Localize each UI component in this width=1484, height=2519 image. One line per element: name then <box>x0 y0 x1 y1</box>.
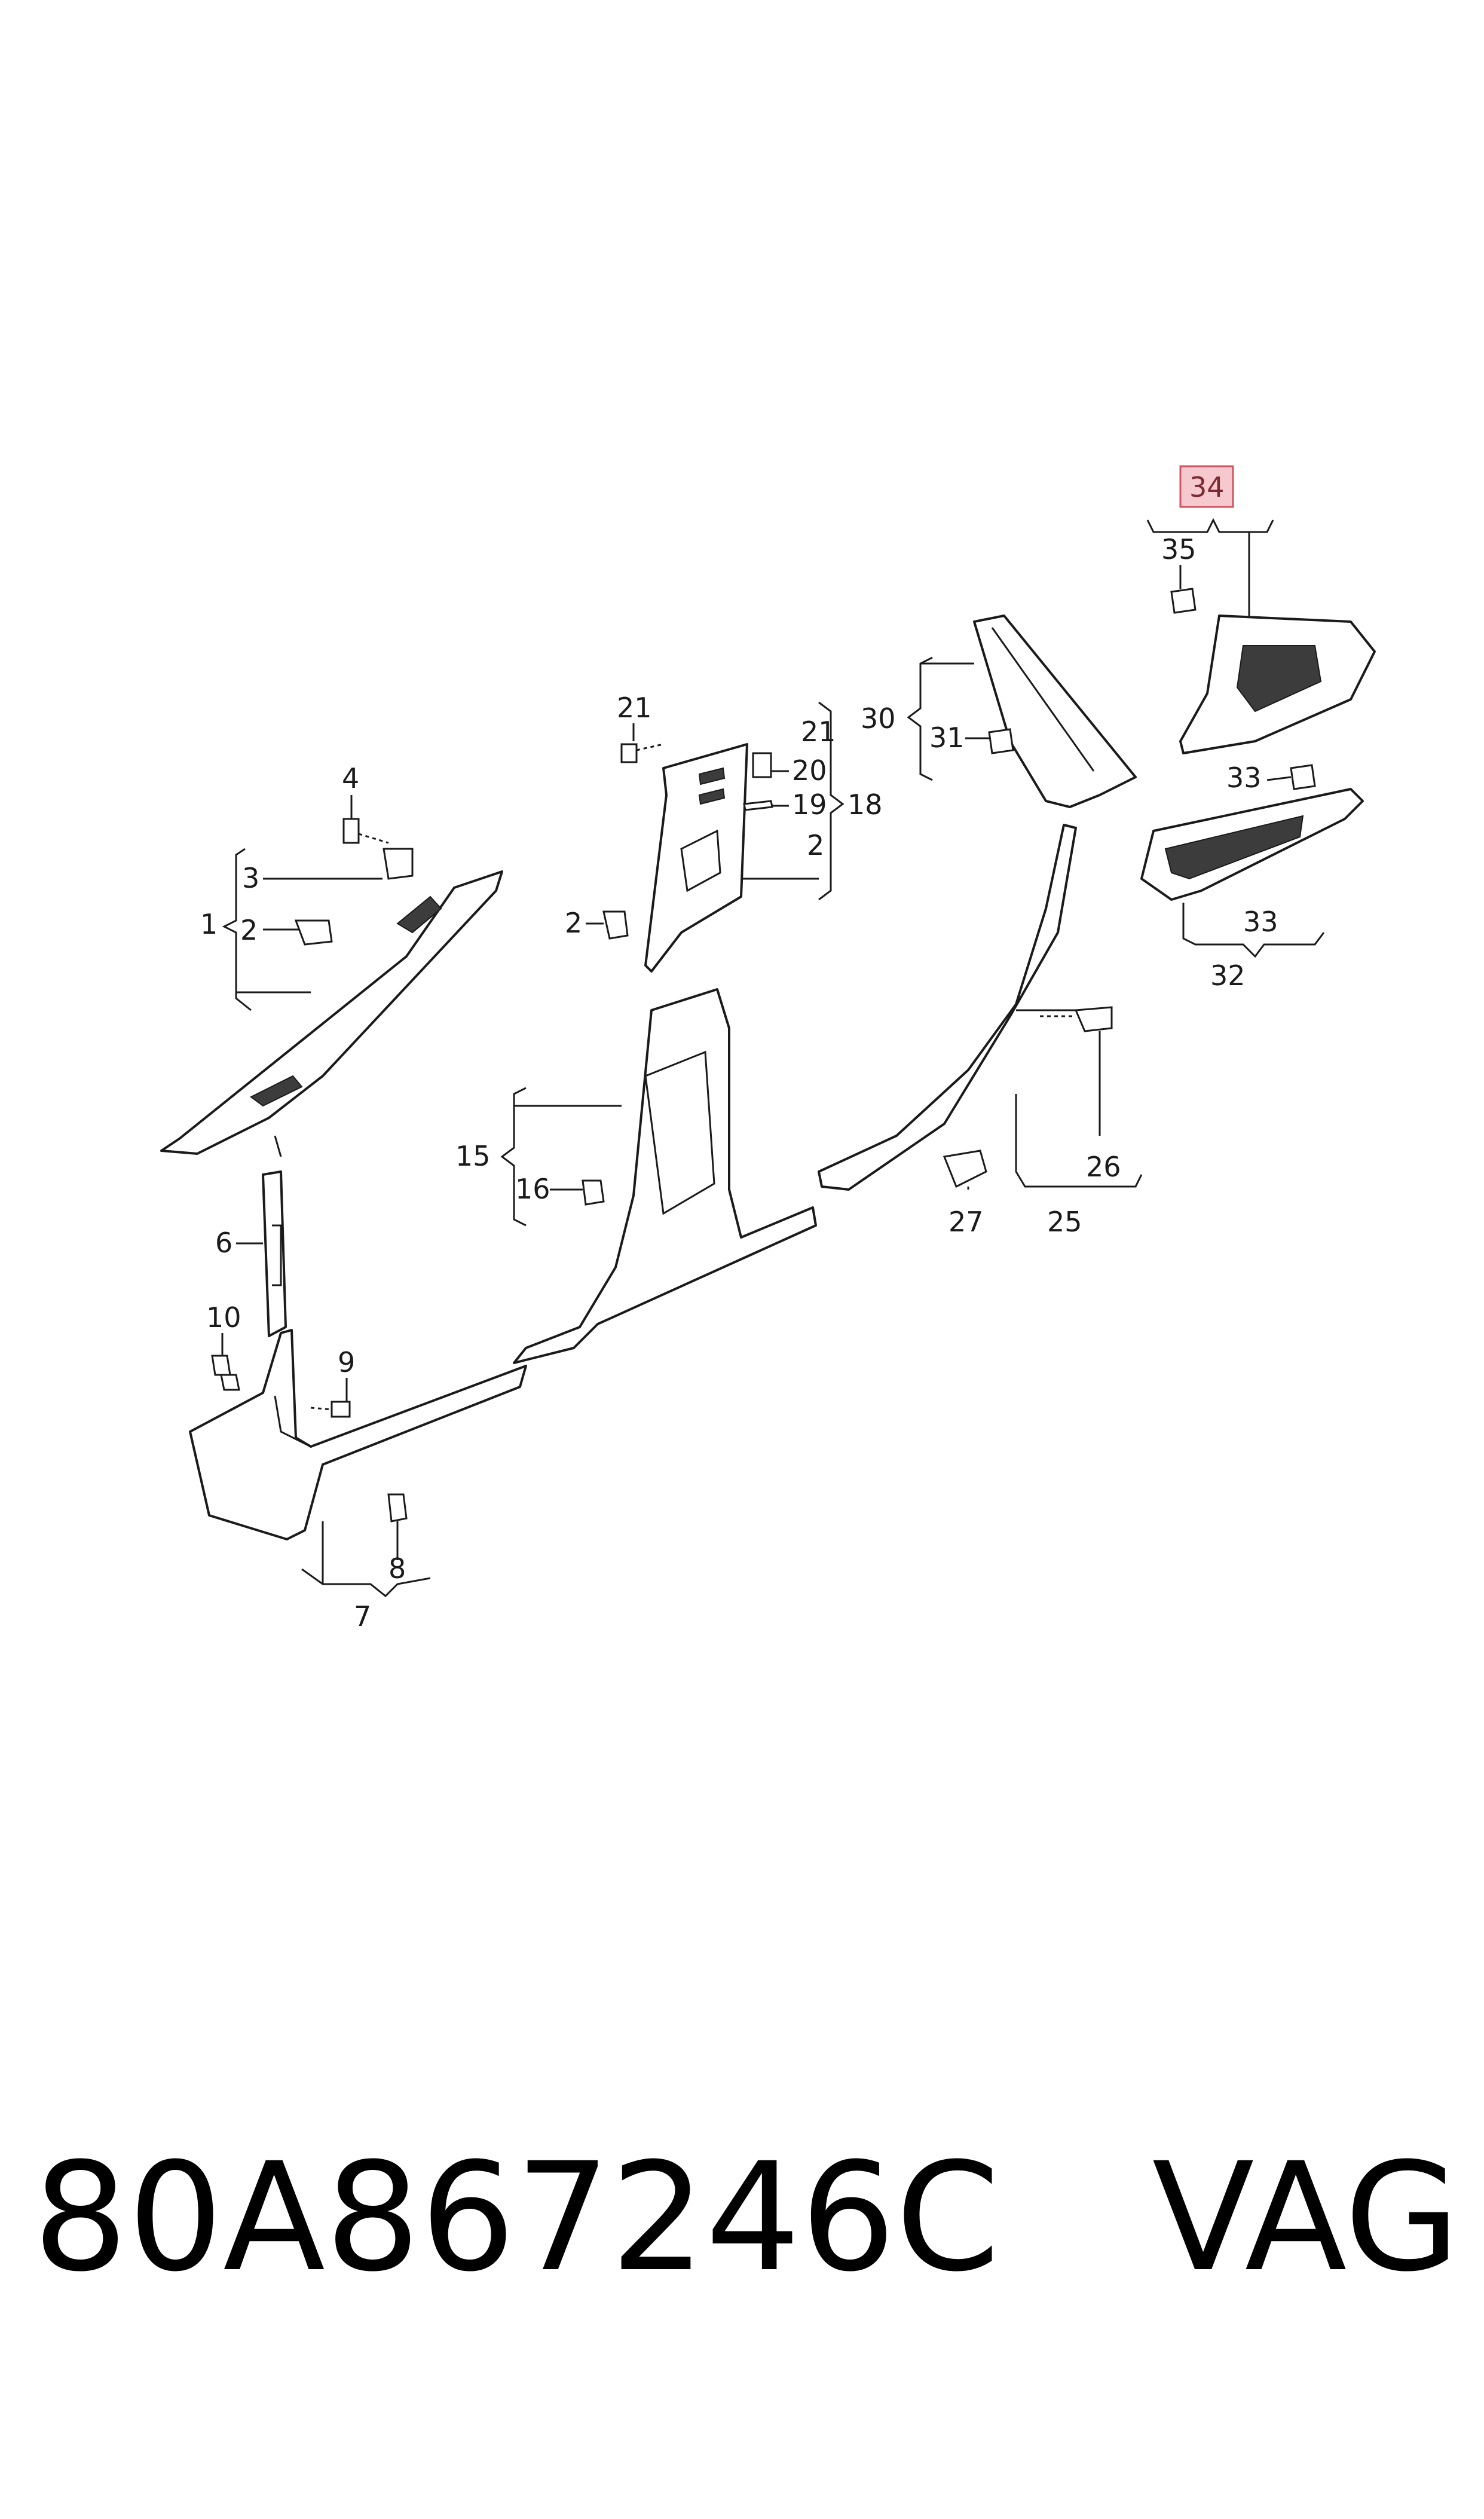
luggage-trim-cover <box>1140 788 1364 901</box>
callout-3: 3 <box>242 862 259 894</box>
callout-10: 10 <box>206 1301 241 1334</box>
plug-19 <box>743 800 773 811</box>
callout-25: 25 <box>1047 1206 1082 1238</box>
callout-31: 31 <box>929 722 965 754</box>
clip-33-a <box>1290 764 1316 790</box>
callout-2-c: 2 <box>807 829 824 861</box>
clip-8 <box>387 1493 408 1523</box>
clip-31 <box>988 728 1014 754</box>
brand-label: VAG <box>1152 2130 1460 2304</box>
c-pillar-trim <box>973 615 1137 808</box>
callout-33-b: 33 <box>1243 906 1278 938</box>
clip-35 <box>1170 588 1197 614</box>
rear-side-trim <box>1179 615 1376 754</box>
b-pillar-lower-trim <box>513 988 817 1364</box>
clip-2-a <box>294 919 333 946</box>
callout-34: 34 <box>1189 471 1225 503</box>
callout-4: 4 <box>342 762 359 794</box>
callout-labels: 1 2 3 4 6 10 9 8 7 15 16 21 21 20 19 18 … <box>200 465 1278 1633</box>
callout-1: 1 <box>200 908 218 940</box>
b-pillar-upper-trim <box>644 743 748 973</box>
cap-27 <box>943 1150 987 1188</box>
clip-2-b <box>602 910 629 940</box>
screw-21 <box>620 743 664 763</box>
callout-26: 26 <box>1086 1151 1121 1183</box>
clip-20 <box>752 752 772 778</box>
callout-34-highlight <box>1179 465 1234 508</box>
callout-20: 20 <box>792 754 827 787</box>
clip-10 <box>211 1355 240 1391</box>
rear-sill-trim <box>818 824 1088 1191</box>
callout-9: 9 <box>338 1346 355 1378</box>
footer: 80A867246C VAG <box>0 2128 1484 2307</box>
callout-15: 15 <box>455 1140 491 1172</box>
callout-6: 6 <box>215 1227 232 1259</box>
callout-27: 27 <box>948 1206 984 1238</box>
callout-35: 35 <box>1161 533 1197 565</box>
callout-2-b: 2 <box>565 907 582 939</box>
callout-7: 7 <box>354 1600 371 1633</box>
callout-32: 32 <box>1210 959 1246 992</box>
parts-diagram: 1 2 3 4 6 10 9 8 7 15 16 21 21 20 19 18 … <box>160 465 1376 1633</box>
callout-8: 8 <box>388 1552 406 1585</box>
callout-16: 16 <box>515 1173 550 1205</box>
screw-9 <box>310 1401 351 1418</box>
clip-26 <box>1040 1006 1113 1032</box>
callout-18: 18 <box>847 788 883 821</box>
callout-2-a: 2 <box>240 914 258 946</box>
clip-3 <box>383 848 414 880</box>
leader-lines <box>221 518 1325 1598</box>
callout-30: 30 <box>861 702 896 735</box>
a-pillar-lower-trim <box>262 1170 287 1337</box>
callout-19: 19 <box>792 788 827 821</box>
screw-4 <box>342 818 389 844</box>
a-pillar-trim <box>160 870 503 1157</box>
part-number: 80A867246C <box>33 2130 1000 2304</box>
callout-33-a: 33 <box>1226 762 1262 794</box>
clip-16 <box>582 1179 605 1206</box>
callout-21-a: 21 <box>617 692 652 724</box>
callout-21-b: 21 <box>801 716 836 748</box>
sill-trim-front <box>189 1329 527 1540</box>
